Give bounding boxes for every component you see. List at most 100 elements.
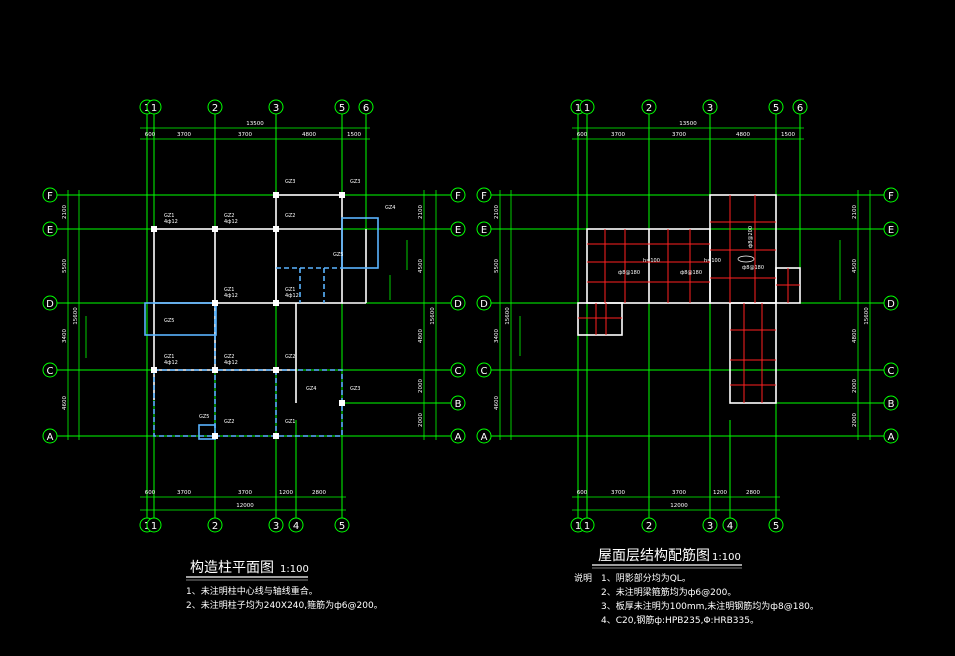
axis-label: 3 [273,103,279,114]
slab-label: ф8@180 [742,265,764,271]
dimension-text: 3700 [611,132,625,138]
right-slab-labels: ф8@180 h=100 ф8@180 h=100 ф8@200 ф8@180 [618,226,764,276]
dimension-text: 1200 [713,490,727,496]
dimension-text: 2000 [852,413,858,427]
axis-label: F [481,191,487,202]
column-tag: GZ1 [164,354,174,360]
right-plan: ф8@180 h=100 ф8@180 h=100 ф8@200 ф8@180 … [476,99,899,626]
dimension-text: 2100 [852,205,858,219]
column-tag: GZ2 [224,213,234,219]
dimension-text: 15600 [73,307,79,325]
axis-label: F [455,191,461,202]
dimension-text: 600 [577,490,588,496]
axis-label: 2 [646,103,652,114]
right-top-axis-bubbles: 1 1 2 3 5 6 [570,99,808,115]
dimension-text: 15600 [864,307,870,325]
drawing-title: 屋面层结构配筋图 [598,547,710,564]
axis-label: E [888,225,894,236]
dimension-text: 600 [145,490,156,496]
axis-label: F [888,191,894,202]
axis-label: 3 [707,103,713,114]
axis-label: D [454,299,462,310]
axis-label: A [481,432,488,443]
dimension-text: 13500 [246,121,264,127]
column-tag-sub: 4ф12 [164,360,178,366]
slab-label: ф8@180 [680,270,702,276]
axis-label: 2 [212,521,218,532]
left-plan: GZ1 GZ2 GZ3 GZ3 GZ2 GZ4 GZ1 GZ1 GZ5 GZ5 … [42,99,466,611]
left-dimension-lines [67,127,437,511]
column-tag: GZ3 [350,386,360,392]
column-tag: GZ5 [164,318,174,324]
axis-label: 1 [151,103,157,114]
column-tag: GZ5 [199,414,209,420]
axis-label: D [887,299,895,310]
slab-label: ф8@180 [618,270,640,276]
dimension-text: 1500 [347,132,361,138]
axis-label: C [481,366,488,377]
column-tag: GZ1 [164,213,174,219]
axis-label: C [888,366,895,377]
axis-label: 1 [584,521,590,532]
axis-label: E [47,225,53,236]
dimension-text: 600 [145,132,156,138]
dimension-text: 600 [577,132,588,138]
dimension-text: 2800 [746,490,760,496]
notes-label: 说明 [574,572,592,584]
dimension-text: 2000 [418,413,424,427]
slab-label: ф8@200 [748,226,754,248]
column [339,192,345,198]
dimension-text: 2800 [312,490,326,496]
axis-label: 6 [797,103,803,114]
right-slab-outlines [577,194,801,404]
column-tag: GZ2 [285,213,295,219]
dimension-text: 3700 [672,490,686,496]
dimension-text: 3700 [177,132,191,138]
column-tag: GZ3 [285,179,295,185]
axis-label: D [46,299,54,310]
axis-label: 5 [773,521,779,532]
drawing-title: 构造柱平面图 [190,560,274,576]
axis-label: D [480,299,488,310]
right-horizontal-axes [490,194,886,437]
axis-label: F [47,191,53,202]
left-vertical-axes [146,112,367,520]
axis-label: 4 [727,521,733,532]
axis-label: C [455,366,462,377]
right-dimension-lines [499,127,871,511]
right-row-bubbles-left: F E D C A [476,187,492,444]
axis-label: 2 [212,103,218,114]
column-tag-sub: 4ф12 [285,293,299,299]
dimension-text: 2100 [418,205,424,219]
column [151,226,157,232]
column-tag: GZ2 [224,419,234,425]
note-line: 2、未注明梁箍筋均为ф6@200。 [601,586,736,598]
axis-label: E [455,225,461,236]
dimension-text: 3700 [238,490,252,496]
column-tag: GZ1 [285,419,295,425]
left-walls [153,194,367,403]
column [273,192,279,198]
dimension-text: 3700 [238,132,252,138]
left-columns [151,192,345,439]
left-horizontal-axes [57,194,451,437]
column [273,367,279,373]
left-column-tags: GZ1 GZ2 GZ3 GZ3 GZ2 GZ4 GZ1 GZ1 GZ5 GZ5 … [164,179,395,425]
dimension-text: 2100 [494,205,500,219]
dimension-text: 3700 [177,490,191,496]
left-row-bubbles-right: F E D C B A [450,187,466,444]
column [212,367,218,373]
dimension-text: 2000 [418,379,424,393]
dimension-text: 3700 [672,132,686,138]
column-tag: GZ1 [224,287,234,293]
column-tag: GZ5 [333,252,343,258]
note-line: 2、未注明柱子均为240X240,箍筋为ф6@200。 [186,599,383,611]
dimension-text: 4600 [62,396,68,410]
axis-label: 4 [293,521,299,532]
dimension-text: 4800 [302,132,316,138]
axis-label: 6 [363,103,369,114]
dimension-text: 3700 [611,490,625,496]
dimension-text: 4500 [418,259,424,273]
note-line: 1、阴影部分均为QL。 [601,572,691,584]
